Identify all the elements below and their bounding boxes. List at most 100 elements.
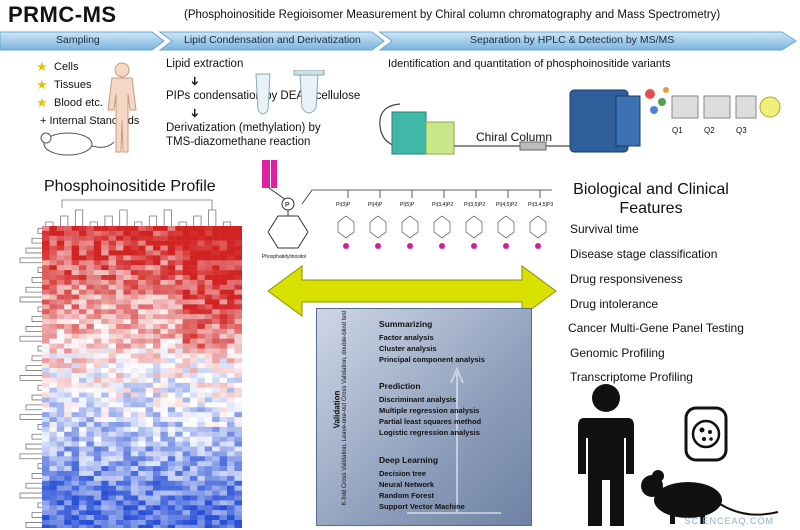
heatmap-cell [190,382,198,388]
heatmap-cell [204,505,213,511]
heatmap-cell [93,524,102,528]
heatmap-cell [116,417,124,423]
heatmap-cell [79,382,87,388]
heatmap-cell [42,348,50,354]
heatmap-cell [145,328,154,334]
heatmap-cell [138,495,146,501]
heatmap-cell [93,373,102,379]
heatmap-cell [190,377,198,383]
heatmap-cell [204,265,213,271]
heatmap-cell [145,392,154,398]
heatmap-cell [182,436,191,442]
heatmap-cell [42,456,50,462]
analysis-section-prediction: Prediction Discriminant analysis Multipl… [379,381,482,437]
heatmap-cell [42,333,50,339]
heatmap-cell [64,436,72,442]
heatmap-cell [93,475,102,481]
heatmap-cell [79,446,87,452]
rising-arrow-graphic [407,366,501,514]
heatmap-cell [175,387,183,393]
heatmap-cell [212,441,220,447]
heatmap-cell [71,309,80,315]
heatmap-cell [227,348,235,354]
heatmap-cell [204,348,213,354]
heatmap-cell [79,314,87,320]
heatmap-cell [123,495,131,501]
heatmap-cell [175,426,183,432]
heatmap-cell [182,412,191,418]
heatmap-cell [182,358,191,364]
heatmap-cell [56,480,65,486]
heatmap-cell [190,324,198,330]
heatmap-cell [167,436,176,442]
heatmap-cell [175,343,183,349]
heatmap-cell [153,270,161,276]
heatmap-cell [145,524,154,528]
heatmap-cell [123,275,131,281]
heatmap-cell [64,431,72,437]
heatmap-cell [145,324,154,330]
heatmap-cell [145,466,154,472]
heatmap-cell [153,426,161,432]
heatmap-cell [212,407,220,413]
heatmap-cell [175,230,183,236]
heatmap-cell [167,456,176,462]
heatmap-cell [234,304,242,310]
heatmap-cell [197,392,205,398]
page-subtitle: (Phosphoinositide Regioisomer Measuremen… [184,9,721,21]
heatmap-cell [130,436,139,442]
heatmap-cell [49,304,57,310]
heatmap-cell [227,431,235,437]
heatmap-cell [71,471,80,477]
heatmap-cell [86,451,94,457]
heatmap-cell [123,471,131,477]
heatmap-cell [116,250,124,256]
feature-item: Genomic Profiling [570,346,665,360]
heatmap-cell [123,240,131,246]
heatmap-cell [71,265,80,271]
heatmap-cell [56,324,65,330]
heatmap-cell [204,279,213,285]
heatmap-cell [153,382,161,388]
heatmap-cell [175,510,183,516]
heatmap-cell [86,397,94,403]
heatmap-cell [145,485,154,491]
heatmap-cell [49,348,57,354]
heatmap-cell [219,348,228,354]
heatmap-cell [212,294,220,300]
heatmap-cell [204,417,213,423]
heatmap-cell [130,275,139,281]
heatmap-cell [160,235,168,241]
heatmap-cell [167,309,176,315]
heatmap-cell [101,515,109,521]
heatmap-cell [116,510,124,516]
heatmap-cell [212,270,220,276]
heatmap-cell [123,284,131,290]
heatmap-cell [190,343,198,349]
variant-label: PI(4)P [368,202,383,208]
heatmap-cell [49,426,57,432]
heatmap-cell [101,230,109,236]
heatmap-cell [219,328,228,334]
heatmap-cell [145,475,154,481]
validation-strip: Validation K-fold Cross Validation, Leav… [317,309,363,527]
heatmap-cell [79,524,87,528]
heatmap-cell [49,270,57,276]
heatmap-cell [182,245,191,251]
heatmap-cell [86,309,94,315]
heatmap-cell [64,338,72,344]
heatmap-cell [145,426,154,432]
heatmap-cell [167,495,176,501]
heatmap-cell [182,324,191,330]
heatmap-cell [86,392,94,398]
heatmap-cell [116,515,124,521]
heatmap-cell [234,333,242,339]
heatmap-cell [71,382,80,388]
heatmap-cell [71,368,80,374]
heatmap-cell [227,324,235,330]
heatmap-cell [219,343,228,349]
heatmap-cell [175,314,183,320]
heatmap-cell [182,319,191,325]
heatmap-cell [116,407,124,413]
